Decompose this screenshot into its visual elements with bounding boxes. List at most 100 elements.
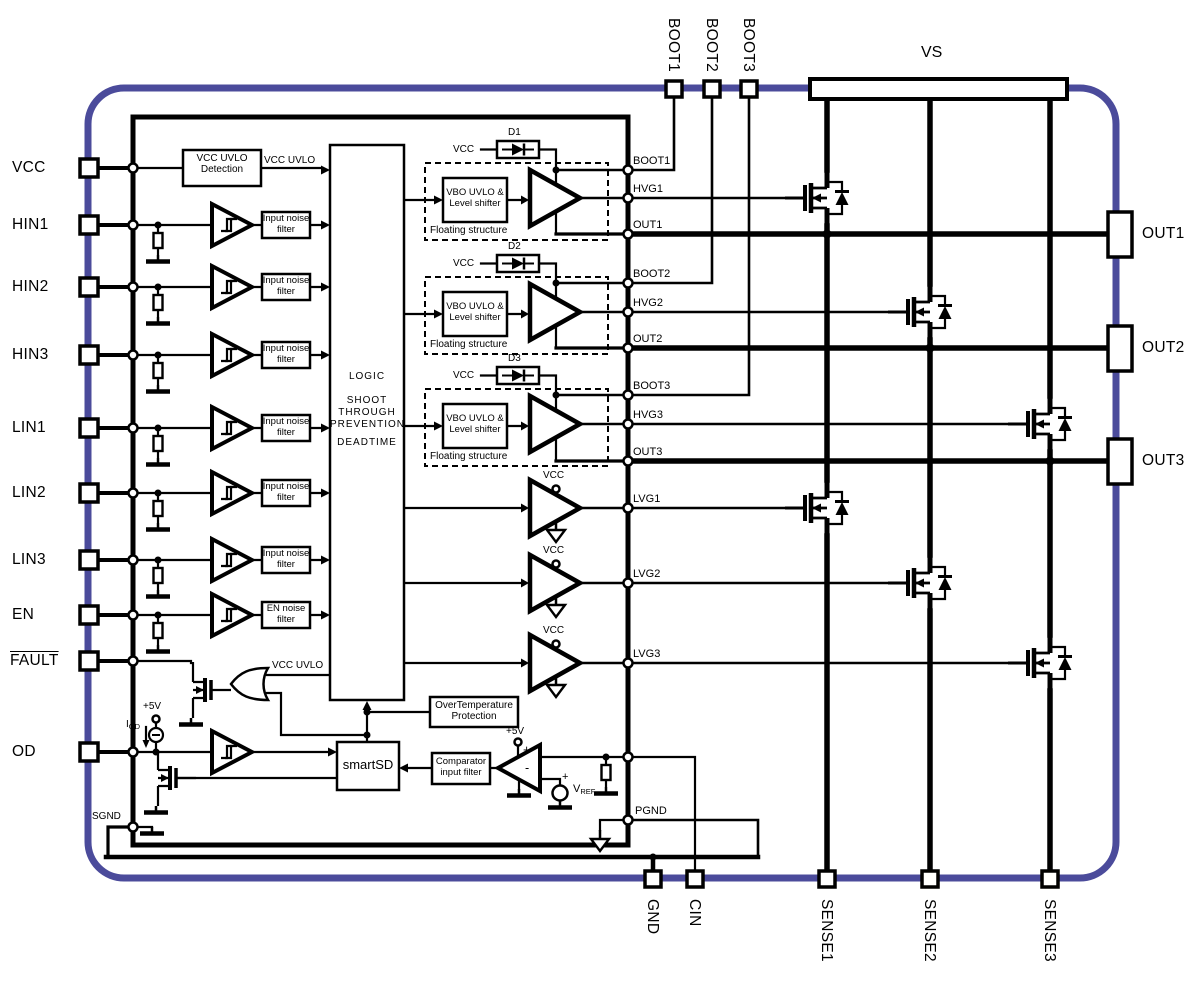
fault-pin [78,650,100,672]
comparator-plus-label: + [523,743,531,757]
out1-node-label: OUT1 [633,219,663,231]
od-pin [78,741,100,763]
vcc-uvlo-detection-box [181,148,263,188]
gate-and-boot-wires [554,95,1016,858]
floating-structure-label: Floating structure [430,339,508,350]
function-boxes [181,139,541,792]
floating-structure-boxes [424,162,609,467]
hin1-pin [78,214,100,236]
comparator-minus-label: - [525,761,530,775]
lin2-pin-label: LIN2 [12,484,46,501]
hvg3-node-label: HVG3 [633,409,663,421]
boot3-node-label: BOOT3 [633,380,671,392]
overtemp-box [428,695,520,729]
en-pin-label: EN [12,606,35,623]
input-noise-filter-label: Input noise filter [262,481,310,503]
iod-current-source [147,726,165,744]
low-side-mosfet-2 [888,553,952,613]
hin1-pin-label: HIN1 [12,216,49,233]
boot1-node-label: BOOT1 [633,155,671,167]
hvg1-node-label: HVG1 [633,183,663,195]
out2-pin-label: OUT2 [1142,339,1185,356]
smartsd-label: smartSD [342,757,394,772]
plus5v-label: +5V [143,701,162,712]
out3-pin-label: OUT3 [1142,452,1185,469]
vcc-uvlo-detection-label: VCC UVLO Detection [196,153,248,175]
arrowheads [142,165,529,773]
overtemp-label: OverTemperature Protection [435,700,513,722]
out1-pin-label: OUT1 [1142,225,1185,242]
cin-comparator [493,741,542,795]
out3-node-label: OUT3 [633,446,663,458]
vcc-label: VCC [453,370,475,381]
low-side-mosfet-1 [785,478,849,538]
vbo-uvlo-label: VBO UVLO & Level shifter [446,301,504,323]
floating-structure-label: Floating structure [430,225,508,236]
logic-line: SHOOT [346,395,388,406]
hin2-pin [78,276,100,298]
lvg2-node-label: LVG2 [633,568,661,580]
vs-pin [808,77,1069,101]
vbo-uvlo-label: VBO UVLO & Level shifter [446,187,504,209]
lin3-pin-label: LIN3 [12,551,46,568]
high-side-mosfet-1 [785,168,849,228]
boot3-pin [739,79,759,99]
symbols [140,142,1072,853]
lin3-pin [78,549,100,571]
vcc-label: VCC [543,625,565,636]
out2-pin [1106,324,1134,373]
gnd-pin [643,869,663,889]
sgnd-node-label: SGND [92,811,121,822]
hin2-pin-label: HIN2 [12,278,49,295]
en-pin [78,604,100,626]
input-noise-filter-label: Input noise filter [262,416,310,438]
low-side-mosfet-3 [1008,633,1072,693]
junction-dots [152,166,1055,861]
sense3-pin [1040,869,1060,889]
out2-node-label: OUT2 [633,333,663,345]
boot3-pin-label: BOOT3 [740,18,757,73]
smartsd-box [335,740,401,792]
boot2-node-label: BOOT2 [633,268,671,280]
high-side-mosfet-3 [1008,394,1072,454]
high-side-mosfet-2 [888,282,952,342]
vref-plus-label: + [562,771,569,783]
logic-box [328,143,406,702]
boot2-pin-label: BOOT2 [703,18,720,73]
floating-structure-label: Floating structure [430,451,508,462]
cin-pin-label: CIN [686,899,703,927]
d3-label: D3 [508,353,521,364]
input-noise-filter-label: Input noise filter [262,548,310,570]
lin1-pin-label: LIN1 [12,419,46,436]
logic-line: DEADTIME [337,437,397,448]
sense1-pin [817,869,837,889]
input-noise-filter-label: Input noise filter [262,275,310,297]
out1-pin [1106,210,1134,259]
plus5v-label: +5V [506,726,525,737]
pgnd-node-label: PGND [635,805,667,817]
vcc-label: VCC [453,144,475,155]
logic-line: THROUGH [338,407,396,418]
boot1-pin [664,79,684,99]
out3-pin [1106,437,1134,486]
hin3-pin [78,344,100,366]
sense2-pin-label: SENSE2 [921,899,938,962]
lin2-pin [78,482,100,504]
vref-source [551,784,569,802]
vcc-pin-label: VCC [12,159,46,176]
od-pin-label: OD [12,743,36,760]
package-pins [78,77,1134,889]
boot1-pin-label: BOOT1 [665,18,682,73]
vcc-uvlo-signal-label: VCC UVLO [264,155,316,166]
fault-pin-label: FAULT [10,652,59,669]
vcc-pin [78,157,100,179]
iod-label: IOD [126,719,141,731]
vcc-label: VCC [543,470,565,481]
ground-rail [103,854,761,874]
power-wires [627,96,1113,874]
comparator-filter-label: Comparator input filter [435,756,487,778]
hvg2-node-label: HVG2 [633,297,663,309]
out-internal-wires [106,232,626,858]
logic-title: LOGIC [348,371,386,382]
